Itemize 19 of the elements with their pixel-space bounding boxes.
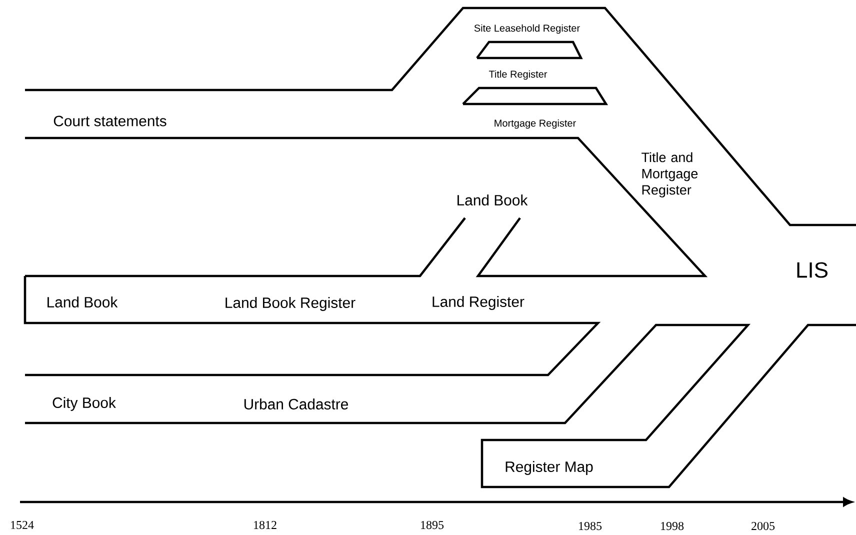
band-label: Land Register — [432, 296, 524, 310]
band-label: Land Book — [458, 194, 528, 206]
year-label: 1998 — [661, 522, 684, 530]
year-label: 1524 — [11, 520, 34, 530]
band-label: Site Leasehold Register — [474, 24, 580, 34]
band-label: Title Register — [488, 70, 548, 80]
year-label: 2005 — [752, 522, 775, 530]
band-label: Mortgage Register — [494, 119, 576, 129]
year-label: 1985 — [579, 522, 602, 530]
year-label: 1812 — [254, 520, 276, 530]
band-label: Land Book Register — [226, 297, 356, 311]
band-label: City Book — [52, 397, 116, 411]
band-label: Court statements — [54, 116, 166, 126]
band-label: Urban Cadastre — [244, 398, 348, 410]
band-label: Register Map — [506, 461, 593, 475]
year-label: 1895 — [421, 520, 444, 530]
band-label: LIS — [797, 262, 828, 278]
band-label: Land Book — [48, 296, 118, 308]
band-label: Title and Mortgage Register — [642, 152, 698, 198]
